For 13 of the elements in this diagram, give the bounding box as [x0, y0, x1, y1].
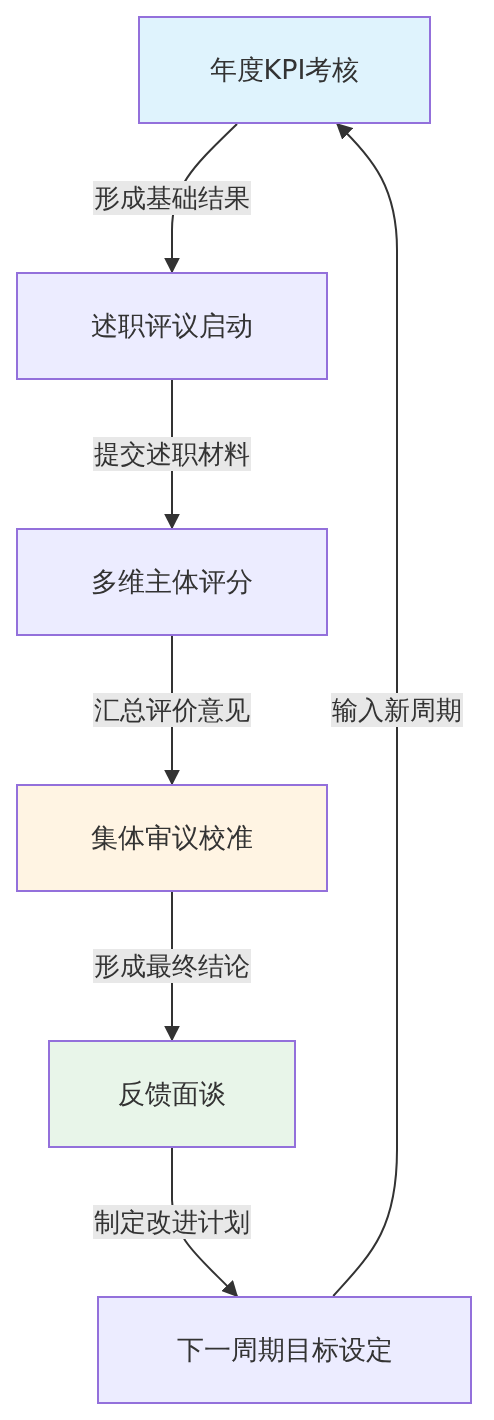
edge-label: 形成最终结论	[93, 949, 251, 983]
edge-label: 制定改进计划	[93, 1205, 251, 1239]
process-box: 反馈面谈	[48, 1040, 296, 1148]
arrow	[332, 122, 398, 1297]
edge-label: 输入新周期	[331, 693, 463, 727]
edge-label: 提交述职材料	[93, 437, 251, 471]
process-box: 集体审议校准	[16, 784, 328, 892]
edge-label: 形成基础结果	[93, 181, 251, 215]
process-box: 下一周期目标设定	[97, 1296, 472, 1404]
process-box: 年度KPI考核	[138, 16, 431, 124]
edge-label: 汇总评价意见	[93, 693, 251, 727]
process-box: 多维主体评分	[16, 528, 328, 636]
process-box: 述职评议启动	[16, 272, 328, 380]
